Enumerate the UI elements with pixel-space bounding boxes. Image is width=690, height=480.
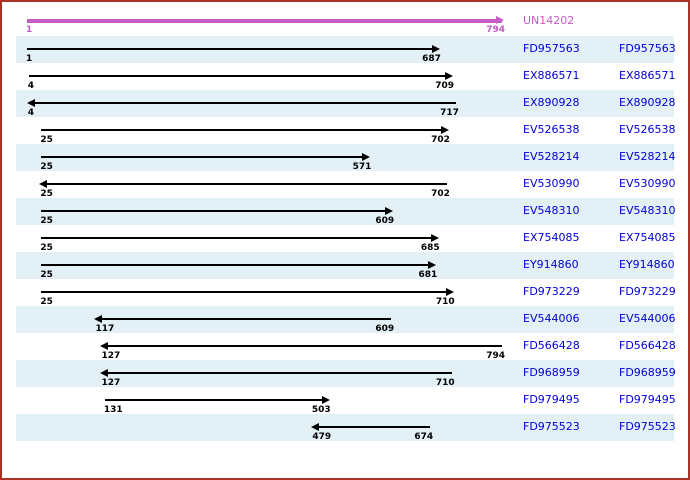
accession-link-secondary[interactable]: EY914860 [619,258,675,271]
coord-start-row-12: 127 [101,378,121,388]
coord-end-row-10: 609 [375,324,395,334]
arrowhead-right-icon [385,207,394,215]
accession-link-primary[interactable]: FD975523 [523,420,580,433]
alignment-bar-row-6[interactable] [41,210,392,212]
accession-link-secondary[interactable]: EV528214 [619,150,676,163]
alignment-bar-row-3[interactable] [41,129,447,131]
coord-start-row-2: 4 [27,108,35,118]
coord-start-row-1: 4 [27,81,35,91]
coord-start-row-3: 25 [40,135,53,145]
accession-link-secondary[interactable]: FD957563 [619,42,676,55]
arrowhead-left-icon [94,315,103,323]
arrowhead-left-icon [39,180,48,188]
alignment-bar-row-9[interactable] [41,291,452,293]
accession-link-primary[interactable]: EV530990 [523,177,580,190]
accession-link-primary[interactable]: EX886571 [523,69,580,82]
accession-link-secondary[interactable]: FD979495 [619,393,676,406]
alignment-bar-row-7[interactable] [41,237,437,239]
coord-start-row-4: 25 [40,162,53,172]
arrowhead-left-icon [100,369,109,377]
arrowhead-right-icon [362,153,371,161]
accession-link-secondary[interactable]: EX890928 [619,96,676,109]
coord-start-row-11: 127 [101,351,121,361]
alignment-bar-row-1[interactable] [28,75,452,77]
coord-end-row-2: 717 [440,108,459,118]
arrowhead-right-icon [445,288,454,296]
alignment-bar-row-11[interactable] [102,345,502,347]
arrowhead-right-icon [431,45,440,53]
coord-start-row-10: 117 [95,324,115,334]
coord-start-row-5: 25 [40,189,53,199]
coord-end-row-0: 687 [422,54,441,64]
accession-link-secondary[interactable]: EV548310 [619,204,676,217]
coord-end-row-8: 681 [418,270,438,280]
accession-link-primary[interactable]: EX754085 [523,231,580,244]
alignment-bar-row-8[interactable] [41,264,435,266]
alignment-bar-row-14[interactable] [313,426,431,428]
alignment-bar-row-13[interactable] [104,399,328,401]
accession-link-primary[interactable]: EX890928 [523,96,580,109]
arrowhead-right-icon [430,234,439,242]
coord-end-row-9: 710 [435,297,455,307]
query-accession-label: UN14202 [523,14,575,27]
arrowhead-right-icon [428,261,437,269]
arrowhead-left-icon [26,99,35,107]
alignment-bar-row-2[interactable] [28,102,456,104]
coord-start-row-0: 1 [26,54,33,64]
coord-start-query: 1 [26,25,33,35]
accession-link-secondary[interactable]: EX754085 [619,231,676,244]
coord-end-row-1: 709 [435,81,455,91]
coord-start-row-8: 25 [40,270,53,280]
coord-end-row-6: 609 [375,216,395,226]
coord-start-row-9: 25 [40,297,53,307]
alignment-bar-row-10[interactable] [96,318,392,320]
accession-link-secondary[interactable]: FD968959 [619,366,676,379]
arrowhead-right-icon [496,16,504,24]
coord-end-row-13: 503 [311,405,331,415]
coord-end-row-4: 571 [352,162,372,172]
accession-link-primary[interactable]: EV526538 [523,123,580,136]
alignment-bar-row-5[interactable] [41,183,447,185]
coord-end-row-11: 794 [486,351,505,361]
alignment-bar-row-12[interactable] [102,372,452,374]
alignment-bar-row-0[interactable] [27,48,438,50]
accession-link-primary[interactable]: FD973229 [523,285,580,298]
coord-end-row-3: 702 [431,135,450,145]
accession-link-secondary[interactable]: EV544006 [619,312,676,325]
accession-link-primary[interactable]: EV544006 [523,312,580,325]
accession-link-secondary[interactable]: FD566428 [619,339,676,352]
arrowhead-right-icon [321,396,330,404]
accession-link-primary[interactable]: FD957563 [523,42,580,55]
accession-link-primary[interactable]: FD968959 [523,366,580,379]
coord-end-row-7: 685 [420,243,440,253]
arrowhead-right-icon [445,72,454,80]
alignment-bar-query[interactable] [27,19,502,23]
coord-start-row-14: 479 [312,432,332,442]
accession-link-primary[interactable]: EV528214 [523,150,580,163]
arrowhead-left-icon [100,342,109,350]
alignment-bar-row-4[interactable] [41,156,369,158]
arrowhead-left-icon [311,423,320,431]
accession-link-primary[interactable]: FD566428 [523,339,580,352]
accession-link-secondary[interactable]: FD973229 [619,285,676,298]
coord-end-row-12: 710 [435,378,455,388]
coord-start-row-6: 25 [40,216,53,226]
accession-link-primary[interactable]: EV548310 [523,204,580,217]
arrowhead-right-icon [440,126,449,134]
coord-end-query: 794 [486,25,505,35]
coord-start-row-7: 25 [40,243,53,253]
accession-link-primary[interactable]: FD979495 [523,393,580,406]
coord-start-row-13: 131 [103,405,123,415]
accession-link-secondary[interactable]: FD975523 [619,420,676,433]
accession-link-secondary[interactable]: EV526538 [619,123,676,136]
coord-end-row-14: 674 [414,432,434,442]
accession-link-secondary[interactable]: EX886571 [619,69,676,82]
accession-link-primary[interactable]: EY914860 [523,258,579,271]
accession-link-secondary[interactable]: EV530990 [619,177,676,190]
coord-end-row-5: 702 [431,189,450,199]
